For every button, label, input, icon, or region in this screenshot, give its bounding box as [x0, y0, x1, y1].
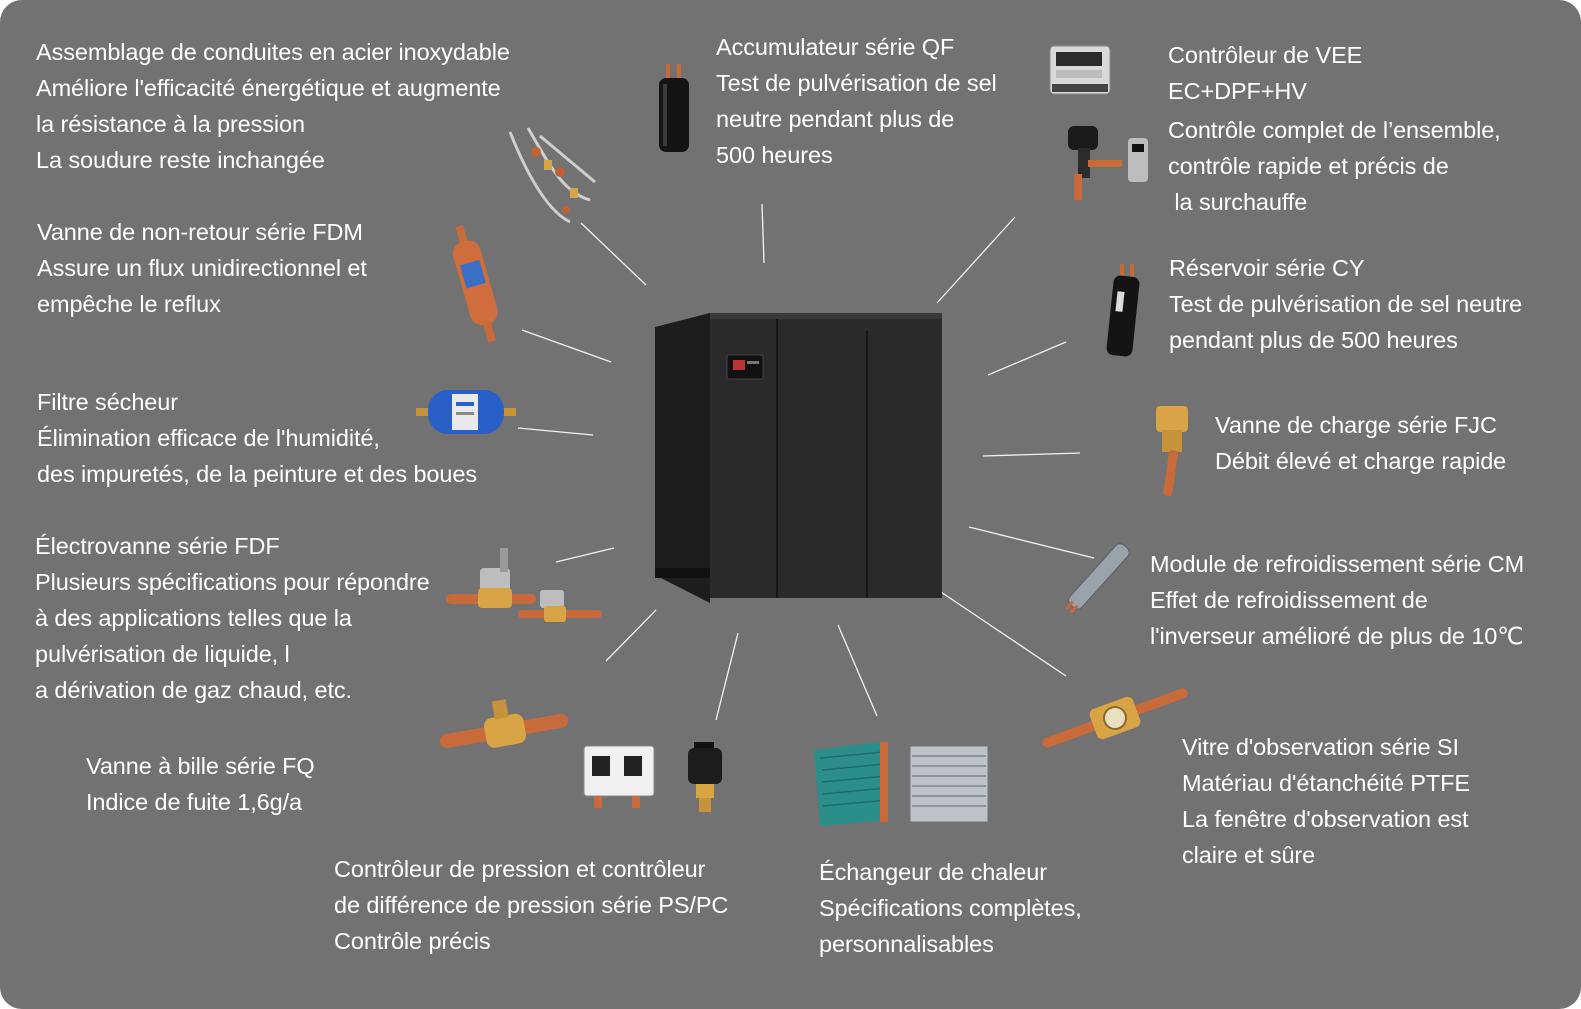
leader-line-solenoid-valve [555, 547, 615, 563]
callout-line: Effet de refroidissement de [1150, 587, 1428, 613]
callout-sight-glass: Vitre d'observation série SI Matériau d'… [1182, 729, 1470, 873]
callout-pressure-controller: Contrôleur de pression et contrôleur de … [334, 851, 728, 959]
callout-line: Vitre d'observation série SI [1182, 734, 1459, 760]
callout-line: contrôle rapide et précis de [1168, 153, 1449, 179]
callout-line: La fenêtre d'observation est [1182, 806, 1469, 832]
heat-exchanger-condenser-icon [909, 745, 989, 823]
callout-check-valve: Vanne de non-retour série FDM Assure un … [37, 214, 367, 322]
callout-charge-valve: Vanne de charge série FJC Débit élevé et… [1215, 407, 1506, 479]
callout-cooling-module: Module de refroidissement série CM Effet… [1150, 546, 1524, 654]
callout-line: claire et sûre [1182, 842, 1316, 868]
callout-line: la résistance à la pression [36, 111, 305, 137]
expansion-valve-icon [1068, 126, 1148, 200]
stainless-pipe-assembly-icon [508, 127, 596, 224]
callout-line: Améliore l'efficacité énergétique et aug… [36, 75, 501, 101]
callout-line: Assemblage de conduites en acier inoxyda… [36, 39, 510, 65]
receiver-tank-icon [1106, 264, 1140, 357]
leader-line-accumulator [761, 203, 765, 264]
callout-line: Contrôle précis [334, 928, 491, 954]
callout-line: Contrôleur de pression et contrôleur [334, 856, 706, 882]
callout-line: Test de pulvérisation de sel neutre [1169, 291, 1523, 317]
leader-line-eev-controller [936, 216, 1016, 304]
check-valve-icon [452, 224, 498, 343]
callout-line: Filtre sécheur [37, 389, 178, 415]
leader-line-sight-glass [931, 585, 1067, 677]
accumulator-icon [659, 64, 689, 152]
callout-line: 500 heures [716, 142, 833, 168]
callout-line: des impuretés, de la peinture et des bou… [37, 461, 477, 487]
leader-line-ball-valve [605, 609, 657, 662]
leader-line-heat-exchanger [837, 624, 878, 717]
callout-line: a dérivation de gaz chaud, etc. [35, 677, 352, 703]
callout-solenoid-valve: Électrovanne série FDF Plusieurs spécifi… [35, 528, 430, 708]
callout-line: Réservoir série CY [1169, 255, 1365, 281]
callout-line: Accumulateur série QF [716, 34, 955, 60]
callout-line: l'inverseur amélioré de plus de 10℃ [1150, 623, 1524, 649]
callout-line: La soudure reste inchangée [36, 147, 325, 173]
callout-line: Module de refroidissement série CM [1150, 551, 1525, 577]
callout-line: Contrôle complet de l’ensemble, [1168, 117, 1501, 143]
callout-line: Vanne de charge série FJC [1215, 412, 1497, 438]
callout-line: pendant plus de 500 heures [1169, 327, 1458, 353]
callout-line: Échangeur de chaleur [819, 859, 1047, 885]
pressure-switch-icon [688, 742, 722, 812]
leader-line-check-valve [521, 329, 612, 363]
callout-line: pulvérisation de liquide, l [35, 641, 290, 667]
callout-filter-drier: Filtre sécheur Élimination efficace de l… [37, 384, 477, 492]
sight-glass-icon [1042, 688, 1188, 748]
callout-line: empêche le reflux [37, 291, 221, 317]
callout-line: de différence de pression série PS/PC [334, 892, 729, 918]
callout-line: Spécifications complètes, [819, 895, 1082, 921]
leader-line-filter-drier [517, 427, 594, 436]
ball-valve-icon [439, 699, 569, 748]
callout-line: Test de pulvérisation de sel [716, 70, 997, 96]
leader-line-pipe-assembly [580, 222, 647, 286]
callout-line: Matériau d'étanchéité PTFE [1182, 770, 1470, 796]
callout-line: Assure un flux unidirectionnel et [37, 255, 367, 281]
callout-eev-controller: Contrôleur de VEE EC+DPF+HV Contrôle com… [1168, 37, 1501, 220]
charge-valve-icon [1156, 406, 1188, 497]
callout-line: Indice de fuite 1,6g/a [86, 789, 302, 815]
callout-receiver: Réservoir série CY Test de pulvérisation… [1169, 250, 1522, 358]
leader-line-receiver [987, 341, 1067, 376]
callout-line: neutre pendant plus de [716, 106, 955, 132]
pressure-controller-icon [583, 745, 655, 808]
filter-drier-icon [416, 390, 516, 434]
callout-line: Élimination efficace de l'humidité, [37, 425, 380, 451]
callout-line: Plusieurs spécifications pour répondre [35, 569, 430, 595]
callout-accumulator: Accumulateur série QF Test de pulvérisat… [716, 29, 997, 173]
callout-line: la surchauffe [1168, 189, 1308, 215]
leader-line-cooling-module [968, 526, 1095, 559]
callout-ball-valve: Vanne à bille série FQ Indice de fuite 1… [86, 748, 315, 820]
callout-heat-exchanger: Échangeur de chaleur Spécifications comp… [819, 854, 1082, 962]
callout-line: à des applications telles que la [35, 605, 352, 631]
callout-pipe-assembly: Assemblage de conduites en acier inoxyda… [36, 34, 510, 178]
eev-controller-icon [1049, 45, 1111, 95]
cooling-module-icon [1065, 543, 1130, 614]
callout-line: Vanne à bille série FQ [86, 753, 315, 779]
leader-line-charge-valve [982, 452, 1081, 457]
solenoid-valve-icon [446, 548, 602, 622]
leader-line-pressure-controller [715, 632, 739, 721]
callout-line: Électrovanne série FDF [35, 533, 280, 559]
callout-line: Débit élevé et charge rapide [1215, 448, 1507, 474]
cabinet-unit-image [655, 313, 942, 603]
heat-exchanger-coil-icon [814, 742, 888, 826]
callout-line: EC+DPF+HV [1168, 78, 1307, 104]
callout-line: personnalisables [819, 931, 994, 957]
callout-line: Contrôleur de VEE [1168, 42, 1363, 68]
callout-line: Vanne de non-retour série FDM [37, 219, 363, 245]
